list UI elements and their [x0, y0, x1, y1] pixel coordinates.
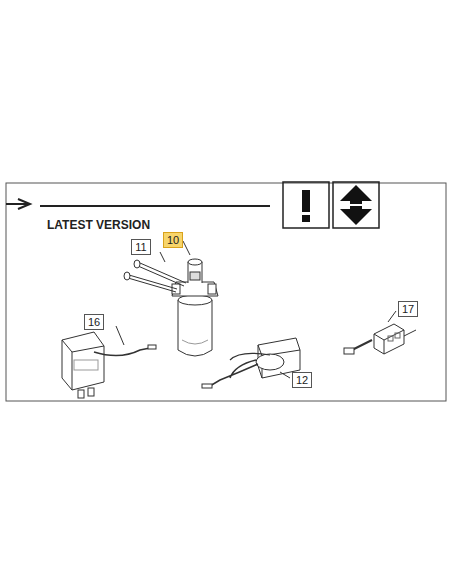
- callout-number: 12: [292, 372, 312, 388]
- callout-number: 16: [84, 314, 104, 330]
- callout-number: 11: [131, 239, 151, 255]
- section-title: LATEST VERSION: [47, 218, 150, 232]
- callout-number: 17: [398, 301, 418, 317]
- callout-number: 10: [163, 232, 183, 248]
